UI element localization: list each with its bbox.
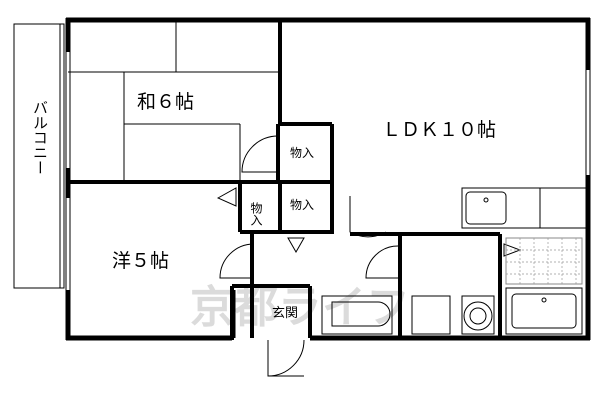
windows bbox=[66, 52, 590, 290]
watermark-text: 京都ライフ bbox=[190, 282, 410, 333]
kitchen-counter bbox=[461, 187, 587, 229]
window-lines bbox=[65, 52, 591, 290]
room-label-ldk: ＬＤＫ１０帖 bbox=[382, 119, 496, 141]
interior-walls bbox=[68, 20, 502, 340]
bath-tiles bbox=[505, 237, 583, 285]
doors bbox=[219, 135, 399, 377]
utility-fixtures bbox=[411, 295, 495, 335]
room-label-storage-mid: 物入 bbox=[290, 198, 314, 212]
room-label-storage-upper: 物入 bbox=[290, 146, 314, 160]
balcony bbox=[13, 23, 65, 289]
room-label-youshitsu: 洋５帖 bbox=[112, 250, 169, 272]
room-label-washitsu: 和６帖 bbox=[137, 91, 194, 113]
bathtub bbox=[505, 287, 583, 335]
toilet bbox=[321, 295, 393, 335]
ventilation-marks bbox=[216, 187, 522, 257]
room-label-genkan: 玄関 bbox=[272, 306, 298, 321]
tatami-lines bbox=[68, 20, 278, 182]
bath-tile-grid bbox=[506, 238, 582, 284]
room-label-storage-small: 物入 bbox=[249, 202, 263, 226]
balcony-label: バルコニー bbox=[31, 100, 49, 175]
